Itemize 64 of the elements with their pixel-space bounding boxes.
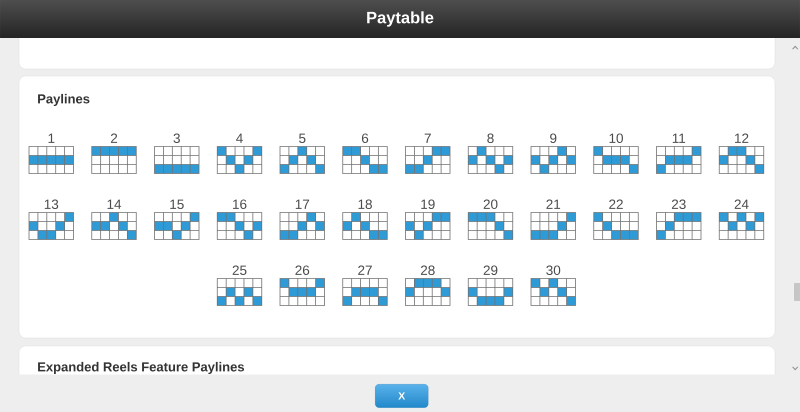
node-label: 14 [108, 200, 122, 209]
payline-grid: 26 [280, 265, 325, 306]
node-label: 17 [296, 200, 310, 209]
node-label: 24 [734, 199, 749, 209]
payline-grid: 7 [405, 134, 450, 174]
node-label: 29 [484, 265, 498, 276]
payline-grid: 20 [468, 199, 514, 240]
payline-grid: 9 [530, 133, 576, 174]
payline-grid: 12 [718, 133, 764, 174]
payline-grid: 30 [530, 265, 576, 306]
payline-grid: 18 [342, 199, 388, 240]
payline-grid: 11 [656, 134, 702, 174]
payline-grid: 23 [656, 199, 702, 240]
payline-grid: 17 [280, 200, 325, 240]
payline-grid: 29 [468, 265, 514, 306]
node-label: 9 [550, 133, 556, 144]
node-label: 3 [174, 133, 180, 144]
node-label: 11 [672, 134, 686, 143]
node-label: 12 [735, 133, 748, 143]
panel: Expanded Reels Feature Paylines [18, 346, 776, 375]
node-label: 6 [362, 133, 368, 144]
payline-grid: 14 [91, 200, 137, 240]
payline-grid: 15 [154, 200, 200, 240]
payline-grid: 4 [216, 134, 262, 174]
node-label: 10 [610, 133, 623, 144]
payline-grid: 13 [28, 199, 74, 240]
node-label: 4 [236, 134, 243, 143]
payline-grid: 25 [216, 265, 262, 306]
close-button: X [375, 384, 428, 408]
payline-grid: 16 [216, 199, 262, 240]
payline-grid: 5 [280, 134, 325, 174]
node-label: 18 [358, 199, 372, 210]
payline-grid: 22 [593, 199, 639, 240]
payline-grid: 2 [91, 133, 137, 174]
payline-grid: 1 [28, 134, 74, 174]
node-label: 23 [672, 199, 686, 210]
payline-grid: 8 [468, 133, 514, 174]
node-label: 30 [546, 265, 560, 276]
payline-grid: 19 [405, 199, 450, 240]
payline-grid: 10 [593, 133, 639, 174]
panel [18, 38, 776, 70]
node-label: 21 [546, 199, 560, 209]
node-label: 26 [295, 265, 310, 276]
payline-grid: 28 [405, 265, 450, 306]
node-label: 27 [358, 265, 372, 275]
node-label: 22 [609, 199, 623, 209]
node-label: 13 [44, 199, 58, 210]
payline-grid: 24 [718, 199, 764, 240]
title: Paytable [367, 11, 434, 27]
node-label: 19 [421, 199, 435, 210]
payline-grid: 3 [154, 133, 200, 174]
node-label: 20 [484, 199, 498, 210]
node-label: 7 [424, 134, 431, 143]
node-label: 8 [487, 133, 494, 144]
node-label: 25 [232, 265, 246, 276]
payline-grid: 21 [530, 199, 576, 240]
node-label: 15 [170, 200, 184, 210]
node-label: 2 [110, 133, 118, 143]
payline-grid: 27 [342, 265, 388, 306]
node-label: 1 [48, 134, 54, 143]
payline-grid: 6 [342, 133, 388, 174]
node-label: 28 [420, 265, 435, 276]
node-label: 16 [233, 199, 246, 210]
node-label: 5 [299, 134, 306, 144]
